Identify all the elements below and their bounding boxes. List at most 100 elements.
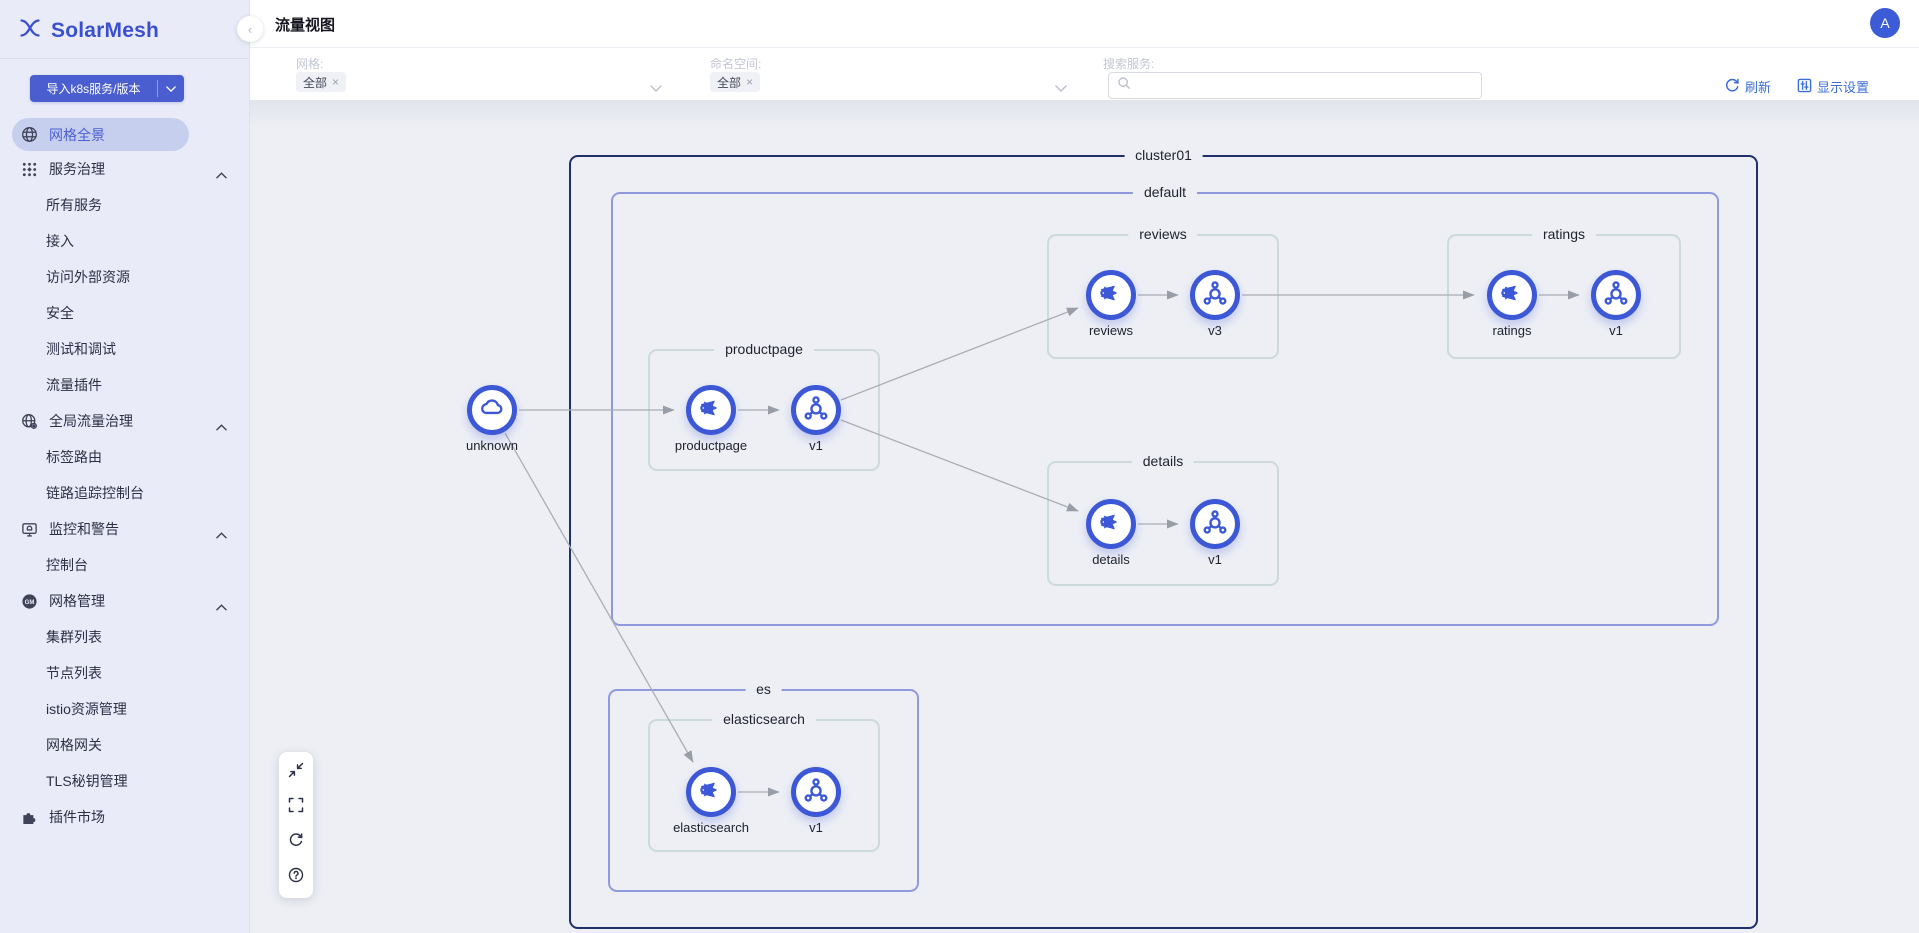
chevron-up-icon[interactable] [216,598,227,614]
node-label: v1 [1609,323,1623,338]
sidebar-item-label: 测试和调试 [46,341,116,357]
sidebar-item-label: istio资源管理 [46,701,127,717]
app-group-elasticsearch[interactable]: elasticsearch [648,711,880,852]
sidebar-item-label: 控制台 [46,557,88,573]
sidebar-item-mesh-overview[interactable]: 网格全景 [12,118,189,151]
logo: SolarMesh [0,0,249,58]
globe-icon [20,126,38,144]
fullscreen-icon [288,797,304,818]
search-icon [1117,76,1131,95]
sidebar-item-security[interactable]: 安全 [0,295,249,331]
app-group-ratings[interactable]: ratings [1447,226,1681,359]
sidebar-group-label: 全局流量治理 [49,413,133,429]
workload-icon [1202,509,1228,540]
node-label: v1 [809,438,823,453]
avatar[interactable]: A [1870,8,1900,38]
sidebar-item-plugin-market[interactable]: 插件市场 [0,799,249,835]
topology-canvas[interactable]: cluster01 default es productpage reviews… [250,100,1919,933]
display-settings-label: 显示设置 [1817,80,1870,95]
reload-button[interactable] [279,825,313,860]
sidebar-item-access[interactable]: 接入 [0,223,249,259]
sidebar-item-label: 节点列表 [46,665,102,681]
sidebar-item-label: 安全 [46,305,74,321]
search-filter-label: 搜索服务: [1103,57,1155,71]
node-details[interactable]: details [1086,499,1136,567]
sidebar-item-traffic-plugins[interactable]: 流量插件 [0,367,249,403]
fullscreen-button[interactable] [279,790,313,825]
fit-view-button[interactable] [279,755,313,790]
search-service-input[interactable] [1137,78,1481,93]
node-ratings-v1[interactable]: v1 [1591,270,1641,338]
app-group-label: reviews [1128,226,1198,242]
mesh-filter-tag[interactable]: 全部 × [296,72,347,92]
node-label: elasticsearch [673,820,749,835]
namespace-box-default[interactable]: default [611,184,1719,626]
sidebar-item-node-list[interactable]: 节点列表 [0,655,249,691]
remove-tag-icon[interactable]: × [332,75,340,89]
node-details-v1[interactable]: v1 [1190,499,1240,567]
sidebar-item-label: 所有服务 [46,197,102,213]
sidebar-group-mesh-management[interactable]: GM 网格管理 [0,583,249,619]
node-productpage[interactable]: productpage [675,385,747,453]
node-elasticsearch[interactable]: elasticsearch [673,767,749,835]
sidebar-group-service-governance[interactable]: 服务治理 [0,151,249,187]
filter-bar: 网格: 全部 × 命名空间: 全部 × 搜索服务: [250,48,1919,100]
display-settings-button[interactable]: 显示设置 [1797,77,1869,96]
display-settings-icon [1797,78,1812,96]
node-productpage-v1[interactable]: v1 [791,385,841,453]
chevron-up-icon[interactable] [216,526,227,542]
sidebar-item-mesh-gateway[interactable]: 网格网关 [0,727,249,763]
chevron-up-icon[interactable] [216,418,227,434]
refresh-icon [1725,78,1740,96]
refresh-label: 刷新 [1745,80,1772,95]
sidebar-item-external-resources[interactable]: 访问外部资源 [0,259,249,295]
sidebar-collapse-button[interactable]: ‹ [237,16,263,42]
global-traffic-icon [20,412,38,430]
namespace-filter-value: 全部 [717,75,742,90]
help-button[interactable] [279,860,313,895]
namespace-box-es[interactable]: es [608,681,919,892]
node-label: v1 [1208,552,1222,567]
node-unknown[interactable]: unknown [466,385,518,453]
refresh-button[interactable]: 刷新 [1725,77,1771,96]
app-group-label: details [1131,453,1195,469]
node-elasticsearch-v1[interactable]: v1 [791,767,841,835]
sidebar-divider [0,58,249,59]
search-service-box [1108,72,1482,99]
sidebar-item-tracing-console[interactable]: 链路追踪控制台 [0,475,249,511]
import-k8s-button[interactable]: 导入k8s服务/版本 [30,75,184,102]
sidebar-group-monitor-alert[interactable]: 监控和警告 [0,511,249,547]
mesh-filter-label: 网格: [296,57,324,71]
node-ratings[interactable]: ratings [1487,270,1537,338]
sidebar: SolarMesh 导入k8s服务/版本 网格全景 [0,0,250,933]
node-label: v1 [809,820,823,835]
node-reviews-v3[interactable]: v3 [1190,270,1240,338]
mesh-filter-value: 全部 [303,75,328,90]
sidebar-group-global-traffic[interactable]: 全局流量治理 [0,403,249,439]
sidebar-group-label: 服务治理 [49,161,105,177]
canvas-toolbar [279,752,313,898]
import-dropdown-chevron-icon[interactable] [158,85,184,92]
help-icon [288,867,304,888]
node-reviews[interactable]: reviews [1086,270,1136,338]
chevron-up-icon[interactable] [216,166,227,182]
reload-icon [288,832,304,853]
app-group-reviews[interactable]: reviews [1047,226,1279,359]
mesh-select-chevron-icon[interactable] [650,79,662,97]
sidebar-item-all-services[interactable]: 所有服务 [0,187,249,223]
app-group-label: elasticsearch [712,711,816,727]
sidebar-item-cluster-list[interactable]: 集群列表 [0,619,249,655]
app-group-details[interactable]: details [1047,453,1279,586]
remove-tag-icon[interactable]: × [746,75,754,89]
sidebar-item-label: 标签路由 [46,449,102,465]
sidebar-item-console[interactable]: 控制台 [0,547,249,583]
sidebar-item-label-routing[interactable]: 标签路由 [0,439,249,475]
node-label: details [1092,552,1130,567]
namespace-filter-tag[interactable]: 全部 × [710,72,761,92]
sidebar-item-tls-keys[interactable]: TLS秘钥管理 [0,763,249,799]
services-icon [20,160,38,178]
sidebar-item-test-debug[interactable]: 测试和调试 [0,331,249,367]
node-label: v3 [1208,323,1222,338]
sidebar-item-istio-resources[interactable]: istio资源管理 [0,691,249,727]
namespace-select-chevron-icon[interactable] [1055,79,1067,97]
